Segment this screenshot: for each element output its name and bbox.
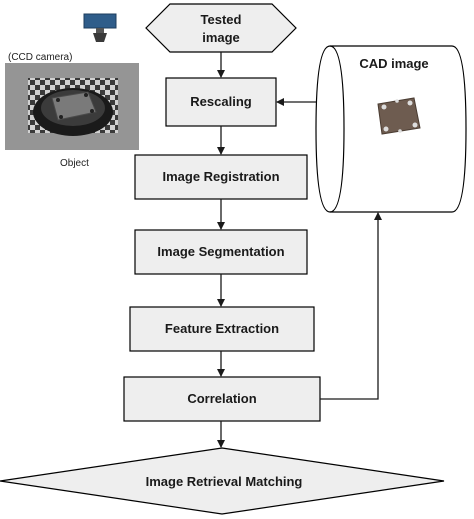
retrieval-matching-node: Image Retrieval Matching <box>0 447 445 515</box>
registration-node: Image Registration <box>134 154 308 200</box>
segmentation-node: Image Segmentation <box>134 229 308 275</box>
cad-image-label: CAD image <box>359 56 428 71</box>
edge-correlation-to-cad <box>320 212 382 400</box>
feature-extraction-node: Feature Extraction <box>129 306 315 352</box>
object-label: Object <box>60 158 89 169</box>
feature-extraction-label: Feature Extraction <box>165 321 279 336</box>
segmentation-label: Image Segmentation <box>157 244 284 259</box>
cad-part-icon <box>377 97 421 135</box>
correlation-node: Correlation <box>123 376 321 422</box>
object-photo <box>5 63 139 150</box>
retrieval-matching-label: Image Retrieval Matching <box>146 474 303 489</box>
rescaling-node: Rescaling <box>165 77 277 127</box>
rescaling-label: Rescaling <box>190 94 251 109</box>
cad-image-node: CAD image <box>315 45 467 213</box>
registration-label: Image Registration <box>162 169 279 184</box>
ccd-camera-icon <box>83 13 117 42</box>
correlation-label: Correlation <box>187 391 256 406</box>
tested-image-label-line1: Tested <box>201 12 242 27</box>
tested-image-label-line2: image <box>202 30 240 45</box>
tested-image-node: Tested image <box>145 3 297 53</box>
camera-label: (CCD camera) <box>8 52 72 63</box>
